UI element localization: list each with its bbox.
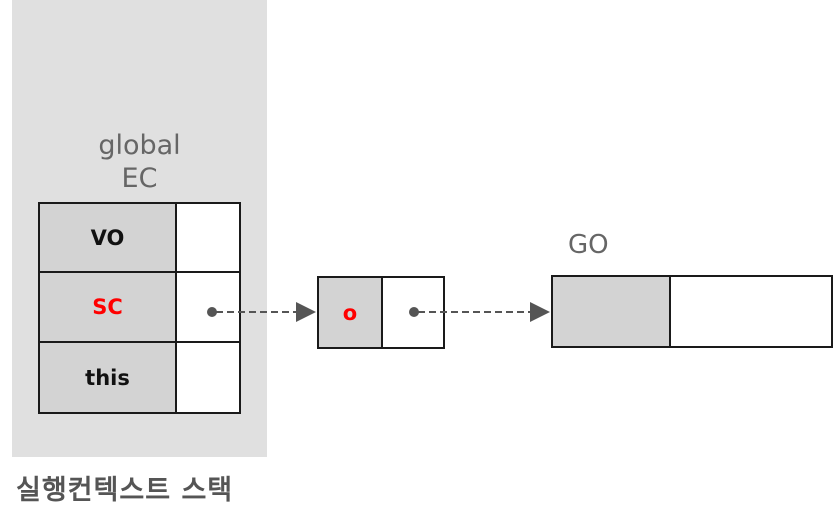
o-to-go-arrow xyxy=(409,302,550,322)
global-object-key-cell xyxy=(551,275,671,348)
ec-title-line1: global xyxy=(98,130,181,161)
ec-row-sc-value xyxy=(175,271,241,343)
ec-title-line2: EC xyxy=(121,163,158,194)
ec-row-this-value xyxy=(175,341,241,414)
ec-row-this-label: this xyxy=(38,341,177,414)
stack-caption: 실행컨텍스트 스택 xyxy=(16,475,234,506)
sc-to-o-arrow xyxy=(207,302,316,322)
global-object-label: GO xyxy=(568,230,609,260)
global-object-value-cell xyxy=(669,275,833,348)
